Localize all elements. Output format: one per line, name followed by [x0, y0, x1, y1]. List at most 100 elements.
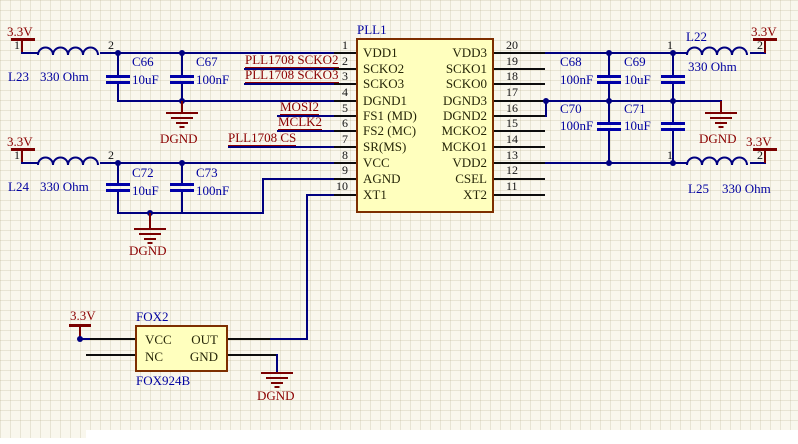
pin-stub: [228, 354, 277, 356]
power-stem: [764, 150, 766, 163]
pin-stub: [334, 52, 356, 54]
net-label-mclk2[interactable]: MCLK2: [278, 114, 323, 130]
wire: [277, 115, 336, 117]
junction-dot: [606, 160, 612, 166]
wire: [750, 52, 766, 54]
pin-name: SCKO3: [363, 76, 405, 91]
cap-ref: C71: [624, 101, 646, 116]
net-label-pll1708-cs[interactable]: PLL1708 CS: [228, 130, 297, 146]
oscillator-designator[interactable]: FOX2: [136, 309, 169, 324]
cap-value: 10uF: [132, 72, 159, 87]
ground-label: DGND: [160, 131, 198, 146]
pin-stub: [494, 100, 545, 102]
cap-value: 10uF: [624, 72, 651, 87]
inductor-ref[interactable]: L23: [8, 69, 29, 84]
pin-stub: [334, 130, 356, 132]
power-stem: [764, 40, 766, 53]
wire: [276, 354, 278, 372]
pin-stub: [494, 194, 545, 196]
pin-number: 6: [342, 116, 348, 130]
ground-bars: [261, 372, 293, 389]
wire: [118, 100, 336, 102]
net-label-pll1708-scko2[interactable]: PLL1708 SCKO2: [245, 52, 339, 68]
wire: [545, 100, 547, 117]
inductor-value[interactable]: 330 Ohm: [40, 179, 89, 194]
chip-pll1-body[interactable]: [356, 38, 494, 213]
pin-number: 18: [506, 69, 518, 83]
cap-plate: [170, 183, 194, 186]
pin-number: 19: [506, 54, 518, 68]
wire: [545, 100, 722, 102]
schematic-sheet-corner: [0, 430, 86, 438]
pin-stub: [334, 100, 356, 102]
oscillator-part-number[interactable]: FOX924B: [136, 373, 191, 388]
cap-plate: [661, 128, 685, 131]
cap-plate: [106, 189, 130, 192]
pin-stub: [494, 178, 545, 180]
pin-stub: [228, 338, 272, 340]
wire: [262, 178, 336, 180]
cap-lead: [608, 53, 610, 75]
cap-lead: [117, 53, 119, 75]
ground-label: DGND: [699, 131, 737, 146]
power-label: 3.3V: [7, 134, 33, 149]
inductor-ref[interactable]: L25: [688, 181, 709, 196]
ground-bars: [705, 112, 737, 129]
power-bar: [753, 38, 777, 41]
pin-name: OUT: [191, 332, 218, 347]
pin-stub: [494, 68, 545, 70]
pin-stub: [334, 178, 356, 180]
cap-lead: [672, 53, 674, 75]
pin-stub: [334, 146, 356, 148]
ground-bars: [134, 228, 166, 245]
cap-plate: [106, 81, 130, 84]
wire: [79, 338, 91, 340]
net-label-mosi2[interactable]: MOSI2: [280, 99, 320, 115]
inductor-l23[interactable]: [37, 43, 101, 61]
cap-lead: [117, 163, 119, 183]
net-label-pll1708-scko3[interactable]: PLL1708 SCKO3: [245, 67, 339, 83]
pin-stub: [90, 338, 135, 340]
inductor-l25[interactable]: [686, 153, 750, 171]
pin-number: 11: [506, 179, 518, 193]
cap-plate: [661, 81, 685, 84]
inductor-l22[interactable]: [686, 43, 750, 61]
pin-number: 2: [108, 148, 114, 162]
oscillator-fox2-body[interactable]: [135, 325, 228, 372]
pin-stub: [494, 130, 545, 132]
pin-name: VCC: [363, 155, 390, 170]
inductor-value[interactable]: 330 Ohm: [722, 181, 771, 196]
pin-name: VDD2: [452, 155, 487, 170]
wire: [306, 194, 308, 340]
power-bar: [11, 38, 35, 41]
inductor-symbol: [37, 156, 99, 166]
inductor-l24[interactable]: [37, 153, 101, 171]
pin-stub: [86, 354, 135, 356]
cap-ref: C72: [132, 165, 154, 180]
pin-number: 7: [342, 132, 348, 146]
cap-ref: C67: [196, 54, 218, 69]
chip-designator[interactable]: PLL1: [357, 22, 387, 37]
inductor-ref[interactable]: L24: [8, 179, 29, 194]
cap-lead: [117, 192, 119, 214]
pin-number: 20: [506, 38, 518, 52]
power-label: 3.3V: [751, 24, 777, 39]
inductor-ref[interactable]: L22: [686, 29, 707, 44]
cap-value: 100nF: [196, 183, 230, 198]
pin-number: 2: [757, 38, 763, 52]
pin-name: FS2 (MC): [363, 123, 417, 138]
inductor-symbol: [686, 46, 748, 56]
pin-name: SR(MS): [363, 139, 407, 154]
cap-lead: [608, 101, 610, 122]
inductor-value[interactable]: 330 Ohm: [688, 59, 737, 74]
wire: [270, 338, 308, 340]
cap-plate: [597, 81, 621, 84]
pin-number: 1: [667, 148, 673, 162]
wire: [262, 178, 264, 214]
ground-stem: [720, 101, 722, 112]
pin-number: 1: [342, 38, 348, 52]
cap-lead: [672, 131, 674, 164]
wire: [277, 130, 336, 132]
inductor-value[interactable]: 330 Ohm: [40, 69, 89, 84]
pin-name: DGND3: [442, 93, 487, 108]
